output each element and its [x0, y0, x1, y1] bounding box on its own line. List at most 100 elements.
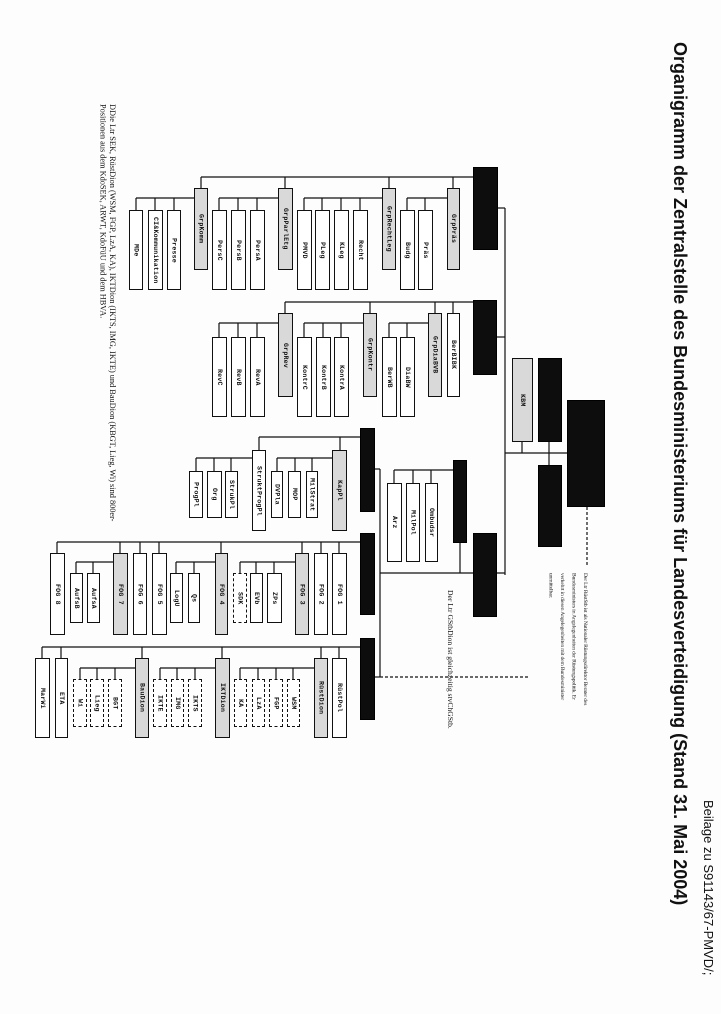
org-unit-label: FOG 5: [156, 583, 163, 605]
org-unit-label: FOG 7: [117, 583, 124, 605]
org-unit-label: BerBIBK: [450, 340, 457, 370]
org-unit-mar-wi: MarWi: [35, 658, 50, 738]
org-unit-rev-c: RevC: [212, 337, 227, 417]
org-unit-leadership: [360, 533, 375, 615]
org-unit-label: GrpRechtLeg: [385, 206, 393, 252]
org-unit-label: ETA: [58, 691, 65, 705]
org-unit-label: FOG 2: [317, 583, 325, 605]
org-unit-label: FOG 1: [336, 583, 343, 605]
org-unit-label: GrpKontr: [366, 338, 374, 372]
org-unit-grp-rechtleg: GrpRechtLeg: [382, 188, 396, 270]
org-unit-eta: ETA: [55, 658, 68, 738]
org-unit-grp-komm: GrpKomm: [194, 188, 208, 270]
page-title: Organigramm der Zentralstelle des Bundes…: [670, 42, 690, 906]
org-unit-label: MOP: [291, 488, 298, 501]
org-unit-label: DVPla: [273, 484, 281, 505]
org-unit-label: Arz: [391, 516, 398, 529]
org-unit-lza: LzA: [252, 679, 265, 727]
org-unit-label: GrpDiaBVB: [431, 336, 439, 374]
org-unit-label: Ombudsr: [428, 507, 435, 538]
org-unit-wsm: WSM: [287, 679, 300, 727]
org-unit-pleg: PLeg: [315, 210, 330, 290]
org-unit-org: Org: [207, 471, 222, 518]
org-unit-label: GrpParlEtg: [282, 208, 289, 250]
org-unit-recht: Recht: [353, 210, 368, 290]
org-unit-pers-a: PersA: [250, 210, 265, 290]
org-unit-label: IMG: [174, 696, 181, 710]
org-unit-label: PLeg: [319, 241, 326, 259]
org-unit-grp-rev: GrpRev: [278, 313, 293, 397]
org-unit-label: MilStrat: [308, 477, 316, 512]
org-unit-label: Präs: [422, 241, 429, 259]
org-unit-fog2: FOG 2: [314, 553, 328, 635]
note-ruestungsdirektor: Der Ltr RüstStb ist als Nationaler Rüstu…: [547, 573, 589, 706]
org-unit-fog3: FOG 3: [295, 553, 309, 635]
org-unit-fog8: FOG 8: [50, 553, 65, 635]
org-unit-label: Budg: [404, 241, 411, 259]
org-unit-kontr-b: KontrB: [316, 337, 331, 417]
org-unit-label: AufsA: [90, 587, 97, 609]
org-unit-label: RevA: [254, 368, 261, 386]
org-unit-label: Presse: [170, 237, 178, 263]
org-unit-aufs-b: AufsB: [70, 573, 83, 623]
org-unit-strukt-progpl: StruktProgPl: [252, 450, 266, 531]
org-unit-grp-praes: GrpPräs: [447, 188, 460, 270]
org-unit-leadership: [453, 460, 467, 543]
org-unit-label: GrpPräs: [450, 214, 457, 244]
org-unit-fog4: FOG 4: [215, 553, 228, 635]
org-unit-rev-b: RevB: [231, 337, 246, 417]
org-unit-struk-pl: StrukPl: [225, 471, 238, 518]
org-unit-sdk: SDK: [233, 573, 247, 623]
org-unit-label: DiaBW: [404, 366, 411, 388]
org-unit-leadership: [360, 428, 375, 512]
org-unit-label: RüstDion: [317, 681, 325, 715]
org-unit-label: StrukPl: [228, 479, 235, 510]
org-unit-ikt-dion: IKTDion: [215, 658, 230, 738]
org-unit-label: CI&Kommunikation: [152, 216, 159, 284]
org-unit-dv-pla: DVPla: [271, 471, 283, 518]
org-unit-label: PersB: [235, 239, 242, 261]
org-unit-label: Org: [211, 488, 218, 501]
org-unit-label: ZPs: [271, 591, 278, 605]
org-unit-fog6: FOG 6: [133, 553, 147, 635]
org-unit-pers-b: PersB: [231, 210, 246, 290]
org-unit-label: EVb: [253, 591, 260, 605]
org-unit-leadership: [567, 400, 605, 507]
org-unit-ber-wb: BerWB: [382, 337, 397, 417]
org-unit-kleg: KLeg: [334, 210, 349, 290]
org-unit-label: PersC: [216, 239, 223, 261]
org-unit-label: PMVD: [301, 241, 308, 259]
org-unit-bau-dion: BauDion: [135, 658, 149, 738]
org-unit-label: LzA: [255, 696, 262, 710]
org-unit-leadership: [360, 638, 375, 720]
org-unit-mil-pol: MilPol: [406, 483, 420, 562]
org-unit-label: Wi: [76, 698, 84, 708]
org-unit-label: RevB: [235, 368, 242, 386]
org-unit-label: KontrC: [301, 364, 308, 390]
org-unit-grp-diabvb: GrpDiaBVB: [428, 313, 442, 397]
org-unit-bgt: BGT: [108, 679, 122, 727]
org-unit-label: FOG 4: [218, 583, 225, 605]
org-unit-dia-bw: DiaBW: [400, 337, 415, 417]
org-unit-label: WSM: [290, 696, 297, 710]
org-unit-img: IMG: [171, 679, 184, 727]
org-unit-label: AufsB: [73, 587, 80, 609]
org-unit-kontr-a: KontrA: [334, 337, 349, 417]
org-unit-label: ProgPl: [192, 482, 200, 507]
org-unit-label: RevC: [216, 368, 223, 386]
org-unit-rev-a: RevA: [250, 337, 265, 417]
org-unit-leadership: [473, 300, 497, 375]
document-reference: Beilage zu S91143/67-PMVD/;: [701, 800, 716, 976]
org-unit-label: KapPl: [336, 480, 343, 501]
org-unit-mil-strat: MilStrat: [306, 471, 318, 518]
org-unit-label: FOG 3: [298, 583, 306, 605]
org-unit-label: IKTDion: [219, 683, 226, 713]
org-unit-ruest-dion: RüstDion: [314, 658, 328, 738]
org-unit-label: KBM: [519, 393, 526, 407]
org-unit-logu: LogU: [170, 573, 183, 623]
org-unit-ombudsr: Ombudsr: [425, 483, 438, 562]
org-unit-label: FOG 6: [136, 583, 144, 605]
org-unit-ber-bibk: BerBIBK: [447, 313, 460, 397]
org-unit-lieg: Lieg: [90, 679, 104, 727]
org-unit-budg: Budg: [400, 210, 415, 290]
